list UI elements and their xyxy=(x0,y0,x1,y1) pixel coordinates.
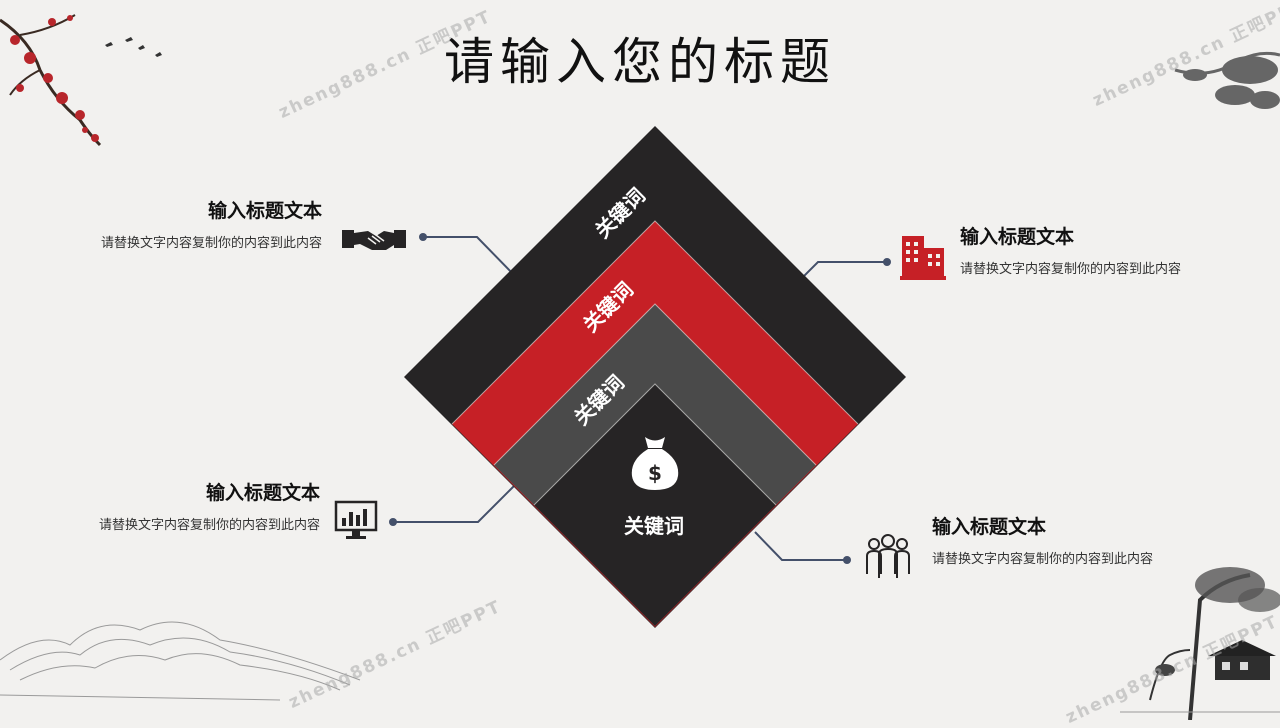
layer-label-4: 关键词 xyxy=(624,514,684,538)
money-bag-icon: $ xyxy=(631,437,679,490)
connector-dot-top-left xyxy=(419,233,427,241)
card-title: 输入标题文本 xyxy=(960,226,1075,248)
connector-dot-bottom-right xyxy=(843,556,851,564)
card-body: 请替换文字内容复制你的内容到此内容 xyxy=(932,552,1154,567)
connector-bottom-right xyxy=(754,531,847,561)
card-body: 请替换文字内容复制你的内容到此内容 xyxy=(98,518,320,533)
connector-top-left xyxy=(423,236,516,277)
card-title: 输入标题文本 xyxy=(207,200,322,222)
card-title: 输入标题文本 xyxy=(932,516,1047,538)
connector-bottom-left xyxy=(393,485,515,523)
page-title: 请输入您的标题 xyxy=(444,33,836,91)
connector-dot-bottom-left xyxy=(389,518,397,526)
card-title: 输入标题文本 xyxy=(205,482,320,504)
people-icon xyxy=(864,534,912,584)
monitor-chart-icon xyxy=(334,500,378,546)
handshake-icon xyxy=(342,224,406,258)
info-card-bottom-right: 输入标题文本 请替换文字内容复制你的内容到此内容 xyxy=(932,512,1160,570)
svg-text:$: $ xyxy=(648,461,662,485)
connector-dot-top-right xyxy=(883,258,891,266)
building-icon xyxy=(900,234,946,284)
card-body: 请替换文字内容复制你的内容到此内容 xyxy=(100,236,322,251)
card-body: 请替换文字内容复制你的内容到此内容 xyxy=(960,262,1182,277)
info-card-top-left: 输入标题文本 请替换文字内容复制你的内容到此内容 xyxy=(96,196,322,254)
info-card-top-right: 输入标题文本 请替换文字内容复制你的内容到此内容 xyxy=(960,222,1188,280)
info-card-bottom-left: 输入标题文本 请替换文字内容复制你的内容到此内容 xyxy=(94,478,320,536)
